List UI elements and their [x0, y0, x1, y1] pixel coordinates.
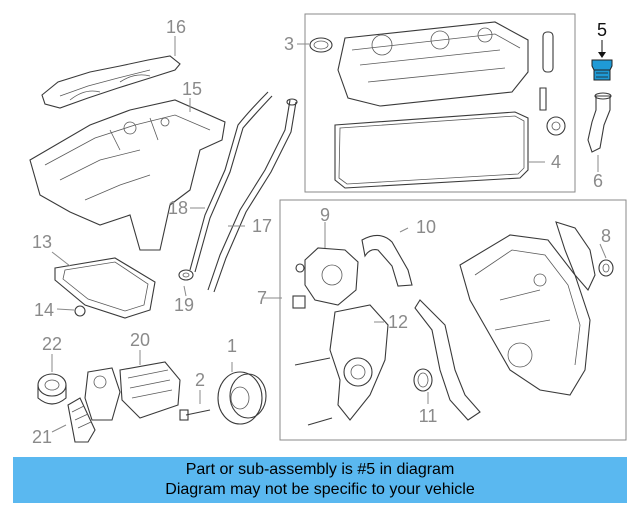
- thermostat-housing-part[interactable]: [292, 247, 359, 309]
- lower-oil-pan-part[interactable]: [54, 257, 156, 319]
- timing-cover-part[interactable]: [459, 234, 591, 396]
- callout-6[interactable]: 6: [593, 171, 603, 191]
- banner-part-line: Part or sub-assembly is #5 in diagram: [185, 461, 455, 478]
- callout-22[interactable]: 22: [42, 334, 62, 354]
- callout-15[interactable]: 15: [182, 79, 202, 99]
- water-outlet-gasket-part[interactable]: [361, 227, 413, 287]
- upper-oil-pan-part[interactable]: [29, 99, 226, 251]
- banner-disclaimer-line: Diagram may not be specific to your vehi…: [165, 481, 475, 498]
- valve-cover-group-box: [304, 13, 576, 193]
- oil-filler-cap-part[interactable]: [591, 40, 613, 81]
- timing-cover-seal-part[interactable]: [555, 221, 614, 292]
- callout-13[interactable]: 13: [32, 232, 52, 252]
- callout-19[interactable]: 19: [174, 295, 194, 315]
- pulley-bolt-part[interactable]: [179, 409, 211, 421]
- parts-diagram: 1 2 3 4 5 6 7 8 9 10 11 12 13 14 15 16 1…: [29, 13, 627, 447]
- oil-cooler-part[interactable]: [84, 361, 181, 421]
- callout-1[interactable]: 1: [227, 336, 237, 356]
- dipstick-tube-part[interactable]: [207, 98, 298, 293]
- front-crank-seal-part[interactable]: [413, 368, 433, 392]
- callout-10[interactable]: 10: [416, 217, 436, 237]
- oil-filter-part[interactable]: [67, 397, 96, 443]
- callout-21[interactable]: 21: [32, 427, 52, 447]
- drain-plug-part[interactable]: [56, 305, 86, 317]
- leader-19: [183, 285, 187, 297]
- callout-11[interactable]: 11: [419, 406, 438, 426]
- callout-18[interactable]: 18: [168, 198, 188, 218]
- callout-9[interactable]: 9: [320, 205, 330, 225]
- callout-14[interactable]: 14: [34, 300, 54, 320]
- callout-7[interactable]: 7: [257, 288, 267, 308]
- callout-5[interactable]: 5: [597, 20, 607, 40]
- timing-cover-gasket-part[interactable]: [414, 299, 481, 421]
- leader-13: [51, 251, 71, 267]
- callout-8[interactable]: 8: [601, 226, 611, 246]
- dipstick-seal-part[interactable]: [178, 269, 194, 281]
- callout-12[interactable]: 12: [388, 312, 408, 332]
- dipstick-part[interactable]: [189, 91, 273, 273]
- oil-fill-tube-part[interactable]: [587, 92, 612, 153]
- valve-cover-gasket-part[interactable]: [334, 111, 545, 189]
- windage-tray-part[interactable]: [41, 55, 181, 109]
- valve-cover-hardware-part[interactable]: [539, 31, 566, 136]
- valve-cover-part[interactable]: [297, 21, 529, 107]
- callout-20[interactable]: 20: [130, 330, 150, 350]
- info-banner: Part or sub-assembly is #5 in diagram Di…: [13, 457, 627, 503]
- crankshaft-pulley-part[interactable]: [217, 362, 267, 425]
- timing-cover-group-box: [279, 199, 627, 441]
- callout-3[interactable]: 3: [284, 34, 294, 54]
- callout-16[interactable]: 16: [166, 17, 186, 37]
- callout-4[interactable]: 4: [551, 152, 561, 172]
- callout-17[interactable]: 17: [252, 216, 272, 236]
- leader-21: [51, 424, 67, 433]
- leader-8: [599, 243, 607, 259]
- callout-2[interactable]: 2: [195, 370, 205, 390]
- oil-filter-cap-part[interactable]: [37, 373, 67, 405]
- water-pump-part[interactable]: [294, 304, 389, 426]
